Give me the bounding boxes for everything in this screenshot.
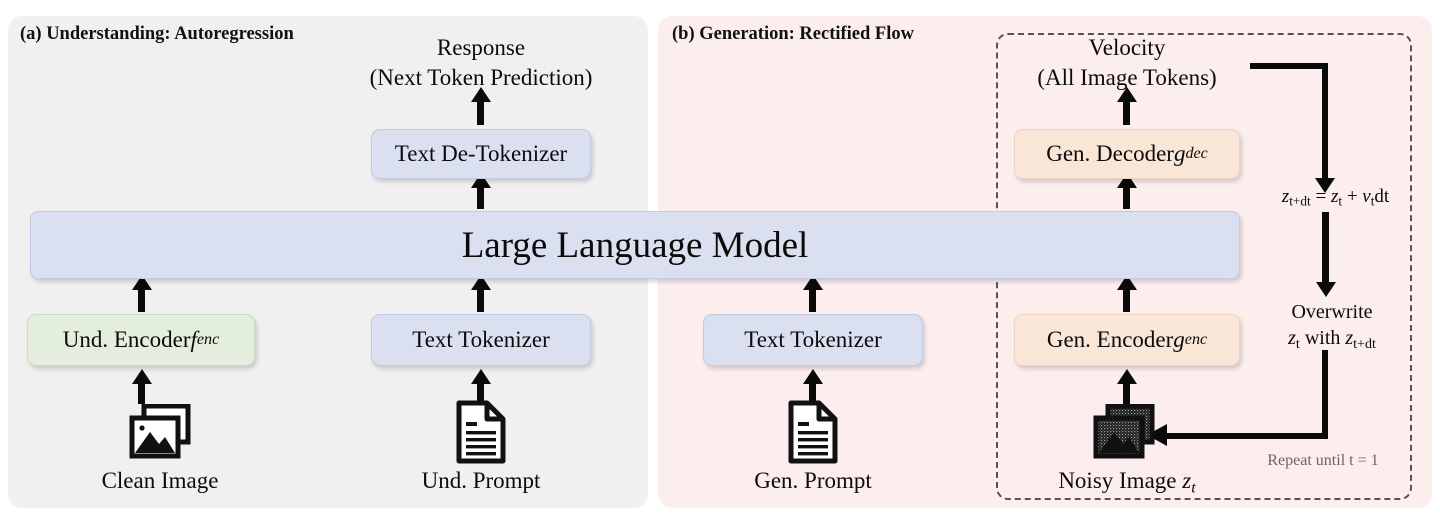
- arrow-equation-to-overwrite: [1322, 212, 1329, 284]
- box-gen-encoder-subscript: enc: [1184, 331, 1208, 348]
- box-text-tokenizer-understanding-label: Text Tokenizer: [412, 327, 550, 352]
- box-gen-decoder-label: Gen. Decoder: [1046, 141, 1174, 166]
- repeat-until-note: Repeat until t = 1: [1267, 452, 1379, 469]
- clean-image-label: Clean Image: [101, 468, 219, 493]
- overwrite-symbol-1: z: [1288, 327, 1296, 349]
- noisy-image-label-text: Noisy Image: [1058, 468, 1183, 493]
- box-text-tokenizer-generation[interactable]: Text Tokenizer: [703, 314, 923, 366]
- response-sublabel: (Next Token Prediction): [369, 65, 593, 90]
- noisy-image-stack-icon: [1092, 403, 1156, 462]
- equation-tail: dt: [1374, 186, 1390, 207]
- gen-prompt-label: Gen. Prompt: [754, 468, 872, 493]
- arrow-text-tokenizer-a-to-llm: [477, 288, 484, 312]
- box-und-encoder-symbol: f: [190, 327, 197, 352]
- arrow-gen-decoder-to-velocity: [1123, 100, 1130, 125]
- equation-rhs-symbol-1: z: [1330, 186, 1339, 207]
- arrow-llm-to-gen-decoder: [1123, 186, 1130, 209]
- equation-lhs-symbol: z: [1281, 186, 1290, 207]
- box-text-de-tokenizer-label: Text De-Tokenizer: [394, 141, 568, 166]
- arrow-loop-to-equation: [1322, 63, 1328, 180]
- panel-a-title: (a) Understanding: Autoregression: [20, 24, 294, 44]
- loop-segment-top-horizontal: [1250, 63, 1328, 69]
- equation-rhs-subscript-1: t: [1338, 193, 1343, 209]
- velocity-sublabel: (All Image Tokens): [1037, 65, 1217, 90]
- box-gen-decoder-symbol: g: [1173, 141, 1186, 166]
- und-prompt-label: Und. Prompt: [421, 468, 541, 493]
- noisy-image-label: Noisy Image zt: [1014, 468, 1240, 498]
- document-icon: [786, 400, 840, 464]
- overwrite-symbol-2: z: [1345, 327, 1354, 349]
- overwrite-subscript-1: t: [1295, 336, 1300, 352]
- image-stack-icon: [128, 403, 192, 462]
- box-text-tokenizer-understanding[interactable]: Text Tokenizer: [371, 314, 591, 366]
- equation-rhs-symbol-2: v: [1362, 186, 1371, 207]
- box-gen-encoder-symbol: g: [1173, 327, 1185, 352]
- arrow-und-prompt-to-text-tokenizer: [477, 382, 484, 404]
- equation-equals: =: [1310, 186, 1331, 207]
- arrow-noisy-image-to-gen-encoder: [1123, 382, 1130, 404]
- loop-segment-bottom-horizontal: [1165, 433, 1328, 439]
- box-large-language-model-label: Large Language Model: [461, 224, 809, 266]
- box-gen-decoder-subscript: dec: [1185, 145, 1208, 162]
- document-icon: [454, 400, 508, 464]
- overwrite-with-text: with: [1299, 327, 1346, 349]
- overwrite-subscript-2: t+dt: [1353, 336, 1376, 352]
- box-text-tokenizer-generation-label: Text Tokenizer: [744, 327, 882, 352]
- panel-b-title: (b) Generation: Rectified Flow: [672, 24, 914, 44]
- overwrite-label-line2: zt with zt+dt: [1242, 327, 1422, 353]
- overwrite-label-line1: Overwrite: [1291, 301, 1373, 323]
- noisy-image-subscript: t: [1191, 479, 1196, 497]
- box-text-de-tokenizer[interactable]: Text De-Tokenizer: [371, 129, 591, 179]
- equation-rhs-subscript-2: t: [1370, 193, 1375, 209]
- arrow-gen-prompt-to-text-tokenizer: [809, 382, 816, 404]
- equation-plus: +: [1342, 186, 1363, 207]
- velocity-label: Velocity: [1088, 35, 1166, 60]
- equation-lhs-subscript: t+dt: [1289, 193, 1311, 209]
- arrow-detokenizer-to-response: [477, 100, 484, 125]
- box-large-language-model[interactable]: Large Language Model: [30, 211, 1240, 279]
- box-und-encoder-subscript: enc: [196, 331, 220, 348]
- response-label: Response: [436, 35, 526, 60]
- loop-segment-bottom-vertical: [1322, 350, 1328, 436]
- box-und-encoder-label: Und. Encoder: [62, 327, 191, 352]
- box-gen-encoder-label: Gen. Encoder: [1046, 327, 1174, 352]
- update-equation: zt+dt = zt + vtdt: [1238, 186, 1433, 210]
- arrow-llm-to-detokenizer: [477, 186, 484, 209]
- arrow-und-encoder-to-llm: [138, 288, 145, 312]
- arrow-clean-image-to-und-encoder: [138, 382, 145, 404]
- noisy-image-symbol: z: [1182, 468, 1192, 493]
- arrow-text-tokenizer-b-to-llm: [809, 288, 816, 312]
- arrow-gen-encoder-to-llm: [1123, 288, 1130, 312]
